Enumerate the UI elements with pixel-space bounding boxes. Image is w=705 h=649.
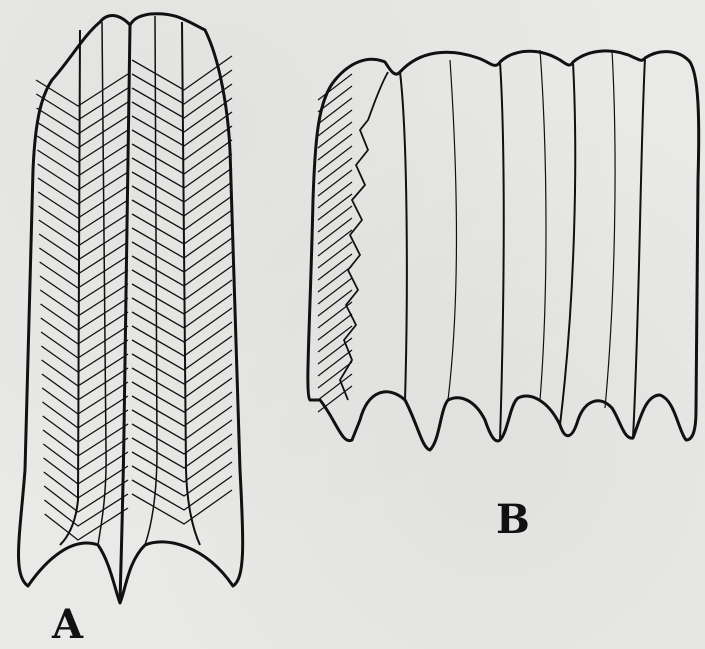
hatch-line — [42, 382, 128, 414]
hatch-line — [318, 230, 352, 256]
hatch-line — [39, 242, 128, 274]
hatch-line — [39, 228, 128, 260]
hatch-line — [40, 298, 128, 330]
hatch-line — [38, 186, 128, 218]
hatch-line — [318, 122, 352, 148]
hatch-line — [318, 242, 352, 268]
hatch-line — [44, 466, 128, 498]
hatch-line — [318, 338, 352, 364]
hatch-line — [42, 396, 128, 428]
hatch-line — [39, 200, 128, 232]
hatch-line — [44, 480, 128, 512]
hatch-line — [38, 158, 128, 190]
figure-b-hatching — [318, 74, 352, 412]
hatch-line — [38, 172, 128, 204]
hatch-line — [318, 254, 352, 280]
hatch-line — [41, 312, 128, 344]
hatch-line — [318, 158, 352, 184]
hatch-line — [40, 270, 128, 302]
hatch-line — [43, 438, 128, 470]
figure-b-drawing — [308, 50, 699, 450]
hatch-line — [318, 278, 352, 304]
hatch-line — [44, 494, 128, 526]
hatch-line — [36, 74, 128, 106]
hatch-line — [318, 350, 352, 376]
hatch-line — [318, 218, 352, 244]
hatch-line — [318, 362, 352, 388]
figure-label-b: B — [496, 500, 530, 540]
hatch-line — [43, 410, 128, 442]
figure-label-a: A — [52, 605, 83, 645]
hatch-line — [37, 116, 128, 148]
figure-a-hatching — [36, 56, 232, 540]
hatch-line — [40, 284, 128, 316]
hatch-line — [318, 206, 352, 232]
hatch-line — [318, 194, 352, 220]
hatch-line — [45, 508, 128, 540]
hatch-line — [42, 368, 128, 400]
hatch-line — [43, 424, 128, 456]
hatch-line — [318, 302, 352, 328]
hatch-line — [37, 144, 128, 176]
hatch-line — [318, 182, 352, 208]
hatch-line — [39, 214, 128, 246]
hatch-line — [41, 340, 128, 372]
figure-a-drawing — [19, 14, 243, 603]
hatch-line — [318, 134, 352, 160]
hatch-line — [318, 170, 352, 196]
hatch-line — [318, 266, 352, 292]
hatch-line — [41, 326, 128, 358]
hatch-line — [318, 146, 352, 172]
hatch-line — [42, 354, 128, 386]
hatch-line — [44, 452, 128, 484]
hatch-line — [40, 256, 128, 288]
hatch-line — [37, 130, 128, 162]
hatch-line — [318, 110, 352, 136]
